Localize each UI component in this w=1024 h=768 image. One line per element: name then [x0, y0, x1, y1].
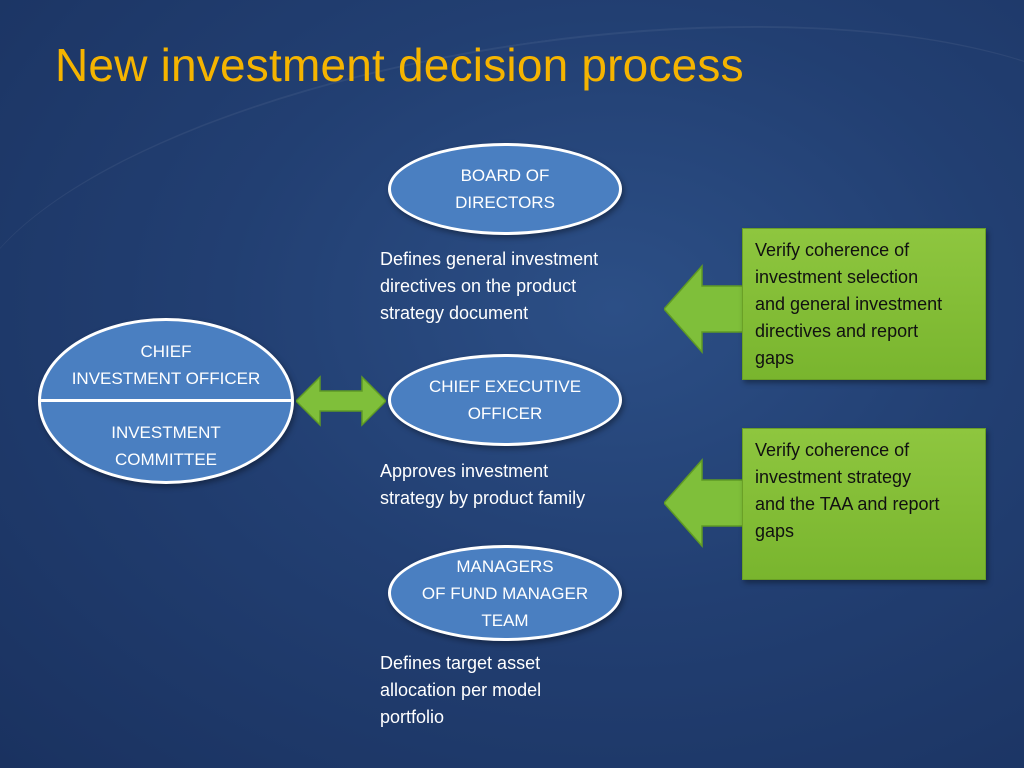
managers-node: MANAGERS OF FUND MANAGER TEAM	[388, 545, 622, 641]
board-description: Defines general investment directives on…	[380, 249, 599, 323]
left-arrow-top-shape	[664, 264, 746, 354]
investment-committee-label: INVESTMENT COMMITTEE	[111, 423, 221, 469]
ceo-description: Approves investment strategy by product …	[380, 461, 586, 508]
cio-committee-divider	[41, 399, 291, 402]
double-arrow-icon	[296, 375, 386, 427]
cio-label: CHIEF INVESTMENT OFFICER	[71, 342, 261, 388]
board-of-directors-label: BOARD OF DIRECTORS	[455, 166, 555, 212]
managers-description: Defines target asset allocation per mode…	[380, 653, 542, 727]
verify-box-top: Verify coherence of investment selection…	[742, 228, 986, 380]
board-of-directors-node: BOARD OF DIRECTORS	[388, 143, 622, 235]
ceo-node: CHIEF EXECUTIVE OFFICER	[388, 354, 622, 446]
managers-label: MANAGERS OF FUND MANAGER TEAM	[421, 556, 589, 630]
left-arrow-top-icon	[664, 264, 746, 354]
slide-title: New investment decision process	[55, 39, 744, 91]
verify-box-bottom: Verify coherence of investment strategy …	[742, 428, 986, 580]
cio-committee-node: CHIEF INVESTMENT OFFICER INVESTMENT COMM…	[38, 318, 294, 484]
left-arrow-bottom-shape	[664, 458, 746, 548]
ceo-label: CHIEF EXECUTIVE OFFICER	[428, 377, 582, 423]
double-arrow-shape	[296, 375, 386, 427]
left-arrow-bottom-icon	[664, 458, 746, 548]
